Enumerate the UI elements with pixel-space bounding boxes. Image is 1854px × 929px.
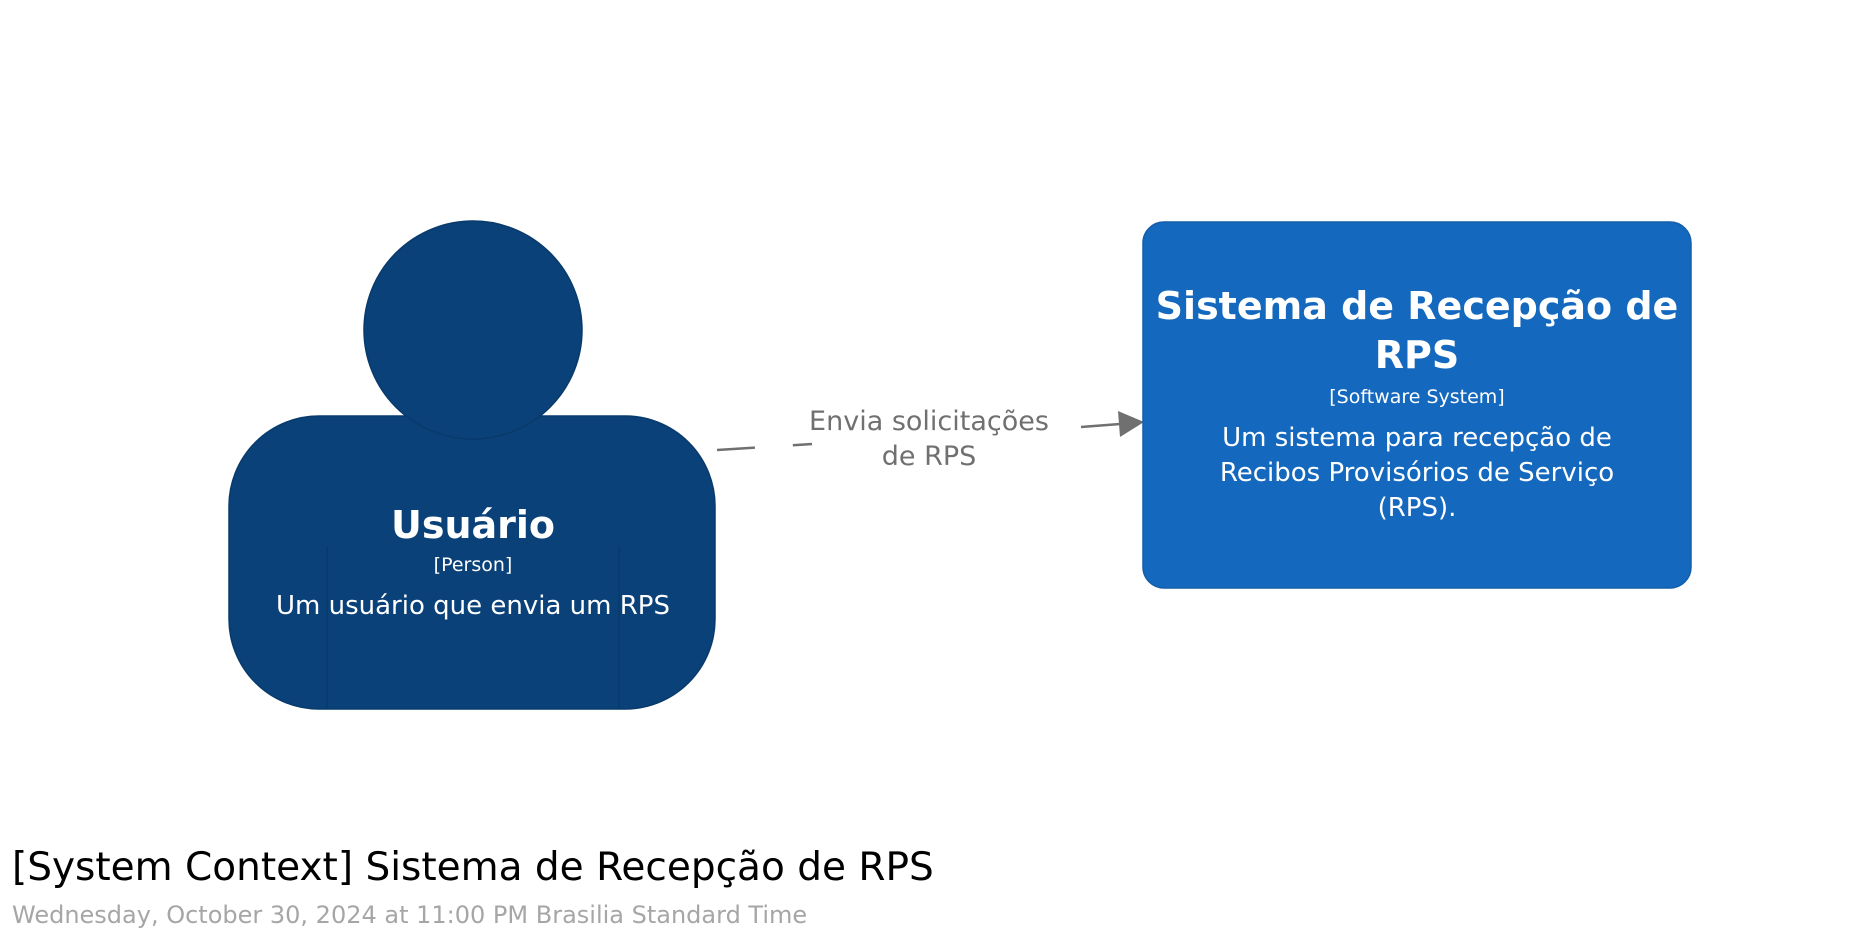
diagram-date: Wednesday, October 30, 2024 at 11:00 PM … — [12, 901, 808, 929]
relationship-label-line2: de RPS — [882, 441, 977, 472]
person-element[interactable]: Usuário [Person] Um usuário que envia um… — [228, 220, 716, 710]
person-name: Usuário — [391, 503, 555, 547]
relationship-arrowhead-icon — [1118, 411, 1144, 437]
relationship-line-segment-2 — [1080, 422, 1121, 429]
software-system-element[interactable]: Sistema de Recepção de RPS [Software Sys… — [1142, 221, 1692, 589]
diagram-title: [System Context] Sistema de Recepção de … — [12, 845, 934, 890]
person-type-label: [Person] — [434, 554, 513, 576]
relationship-label-line1: Envia solicitações — [809, 406, 1049, 437]
relationship-connector[interactable]: Envia solicitações de RPS — [716, 406, 1144, 472]
relationship-line-segment-1 — [716, 442, 813, 452]
software-system-description-line2: Recibos Provisórios de Serviço — [1220, 458, 1614, 488]
software-system-type-label: [Software System] — [1329, 386, 1504, 408]
software-system-box — [1142, 221, 1692, 589]
software-system-description-line3: (RPS). — [1378, 493, 1457, 523]
software-system-name-line2: RPS — [1375, 333, 1459, 377]
person-description: Um usuário que envia um RPS — [276, 591, 670, 621]
software-system-name-line1: Sistema de Recepção de — [1156, 284, 1679, 328]
person-head-shape — [363, 220, 583, 440]
software-system-description-line1: Um sistema para recepção de — [1222, 423, 1612, 453]
